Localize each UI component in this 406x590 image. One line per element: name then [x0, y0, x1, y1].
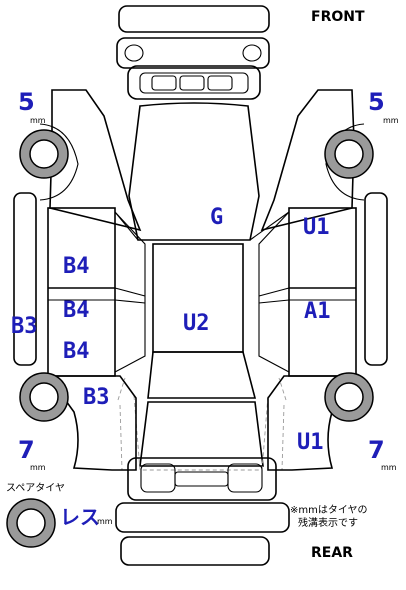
front-right-fender-condition-code: U1 [303, 215, 330, 240]
front-right-tread-depth: 5 [368, 88, 385, 116]
right-rear-door-condition-code: A1 [304, 299, 331, 324]
rear-right-tire [324, 372, 374, 422]
right-front-fender-outline [260, 89, 355, 232]
rear-left-tire [19, 372, 69, 422]
tread-note-line1: ※mmはタイヤの [290, 505, 368, 516]
left-side-sill-condition-code: B3 [11, 314, 38, 339]
right-rear-quarter-condition-code: U1 [297, 430, 324, 455]
trunk-outline [139, 401, 264, 467]
spare-tire-unit: mm [97, 517, 113, 526]
rear-right-tread-unit: mm [381, 463, 397, 472]
spare-tire-value: レス [60, 505, 100, 529]
hood-outline [128, 102, 260, 241]
left-front-door-condition-code: B4 [63, 254, 90, 279]
rear-right-tread-depth: 7 [368, 436, 385, 464]
front-bumper-outline [118, 5, 270, 33]
rear-window-outline [147, 351, 257, 399]
right-side-skirt-outline [364, 192, 388, 366]
tread-note-line2: 残溝表示です [298, 518, 358, 529]
left-rear-quarter-condition-code: B3 [83, 385, 110, 410]
front-right-tread-unit: mm [383, 116, 399, 125]
right-rear-quarter-outline [267, 375, 358, 471]
rear-left-tread-unit: mm [30, 463, 46, 472]
rear-bumper-outline [120, 536, 270, 566]
hood-condition-code: G [210, 205, 224, 230]
grille-outline [127, 65, 261, 100]
left-rear-door-condition-code: B4 [63, 298, 90, 323]
front-left-tire [19, 129, 69, 179]
spare-tire [6, 498, 56, 548]
roof-condition-code: U2 [183, 311, 210, 336]
left-side-skirt-outline [13, 192, 37, 366]
rear-panel-outline [115, 502, 290, 533]
front-right-tire [324, 129, 374, 179]
left-rear-quarter-outline [46, 375, 137, 471]
front-panel-outline [116, 37, 270, 69]
front-label: FRONT [311, 9, 365, 25]
spare-tire-label: スペアタイヤ [6, 483, 65, 494]
rear-lights-outline [127, 457, 277, 501]
rear-left-tread-depth: 7 [18, 436, 35, 464]
front-left-tread-depth: 5 [18, 88, 35, 116]
front-left-tread-unit: mm [30, 116, 46, 125]
left-rocker-condition-code: B4 [63, 339, 90, 364]
rear-label: REAR [311, 545, 353, 561]
